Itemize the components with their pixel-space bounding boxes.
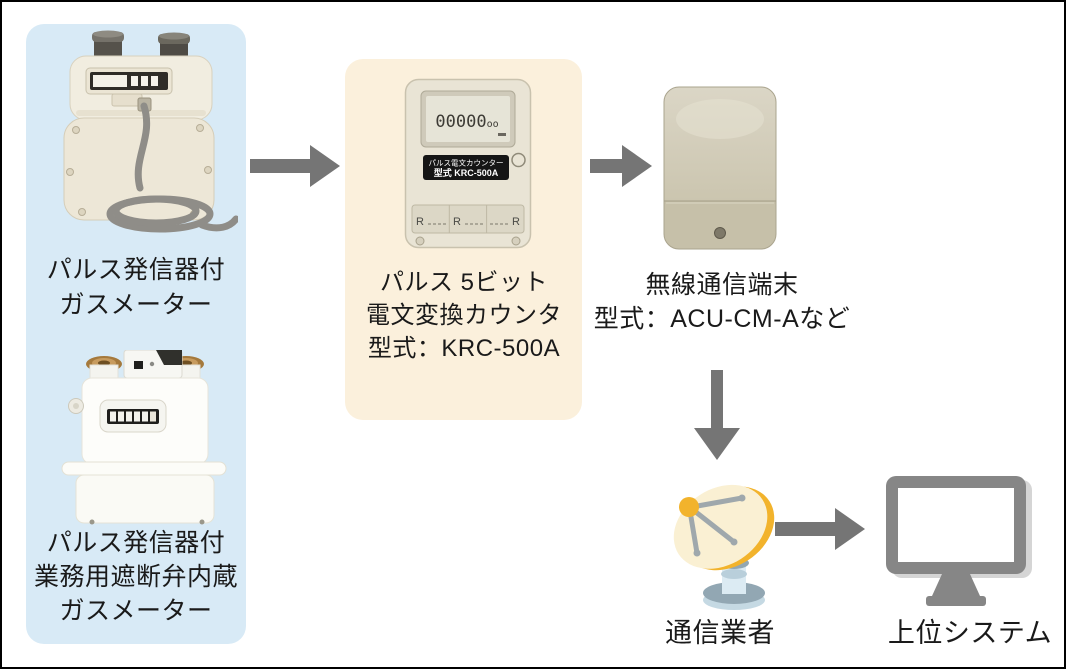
satellite-dish-icon: [673, 484, 775, 610]
label-line: 型式：KRC-500A: [367, 335, 561, 362]
gas-meter-commercial-icon: [61, 350, 227, 525]
label-line: ガスメーター: [59, 597, 213, 625]
label-line: ガスメーター: [59, 291, 213, 319]
terminal-mark: R: [453, 216, 461, 228]
meter-upper-body: [68, 377, 209, 465]
wireless-terminal-label: 無線通信端末 型式：ACU-CM-Aなど: [572, 268, 872, 336]
terminal-strip: R R R: [411, 204, 525, 234]
dish-feed-hub: [679, 497, 699, 517]
carrier-label: 通信業者: [620, 617, 820, 649]
wireless-terminal-icon: [663, 86, 777, 250]
arrow-right-icon: [250, 145, 340, 187]
arrow-right-icon: [590, 145, 652, 187]
label-line: パルス発信器付: [46, 529, 226, 557]
label-line: パルス 5ビット: [379, 269, 548, 296]
case-highlight: [676, 99, 764, 139]
lcd-display: 00000oo: [420, 90, 516, 148]
mounting-screw: [415, 236, 425, 246]
label-line: 電文変換カウンタ: [366, 302, 562, 329]
monitor-stand: [932, 574, 980, 596]
reset-button: [511, 152, 526, 168]
arrow-down-icon: [694, 370, 740, 460]
host-system-label: 上位システム: [870, 617, 1064, 649]
monitor-screen: [898, 488, 1014, 562]
label-line: 無線通信端末: [645, 271, 799, 299]
label-line: 上位システム: [887, 618, 1053, 648]
svg-text:00000oo: 00000oo: [435, 112, 498, 132]
model-tag-line1: パルス電文カウンター: [429, 158, 504, 168]
pulse-cable-icon: [106, 102, 238, 233]
label-line: 型式：ACU-CM-Aなど: [593, 305, 851, 333]
meter-upper-housing: [69, 55, 213, 121]
label-line: 通信業者: [665, 618, 775, 648]
terminal-mark: R: [416, 216, 424, 228]
lcd-value: 00000: [435, 112, 486, 132]
arrow-right-icon: [775, 508, 865, 550]
mounting-screw: [511, 236, 521, 246]
monitor-icon: [886, 476, 1032, 606]
monitor-base: [926, 596, 986, 606]
case-screw: [714, 227, 726, 239]
model-tag: パルス電文カウンター 型式 KRC-500A: [423, 155, 509, 180]
gas-meter-residential-label: パルス発信器付 ガスメーター: [26, 253, 246, 323]
lcd-decimal: oo: [487, 119, 499, 130]
terminal-mark: R: [512, 216, 520, 228]
label-line: 業務用遮断弁内蔵: [33, 563, 238, 591]
model-tag-line2: 型式 KRC-500A: [434, 167, 499, 178]
gas-meter-residential-icon: [63, 30, 238, 233]
dish-feed-arms: [687, 495, 745, 556]
label-line: パルス発信器付: [46, 256, 226, 284]
pulse-transmitter-icon: [123, 350, 183, 379]
meter-pipes-icon: [92, 30, 190, 58]
pulse-counter-label: パルス 5ビット 電文変換カウンタ 型式：KRC-500A: [334, 266, 594, 365]
gas-meter-commercial-label: パルス発信器付 業務用遮断弁内蔵 ガスメーター: [16, 526, 256, 628]
meter-flange-and-base: [61, 461, 227, 525]
pulse-counter-device-icon: 00000oo パルス電文カウンター 型式 KRC-500A R R R: [404, 78, 532, 249]
